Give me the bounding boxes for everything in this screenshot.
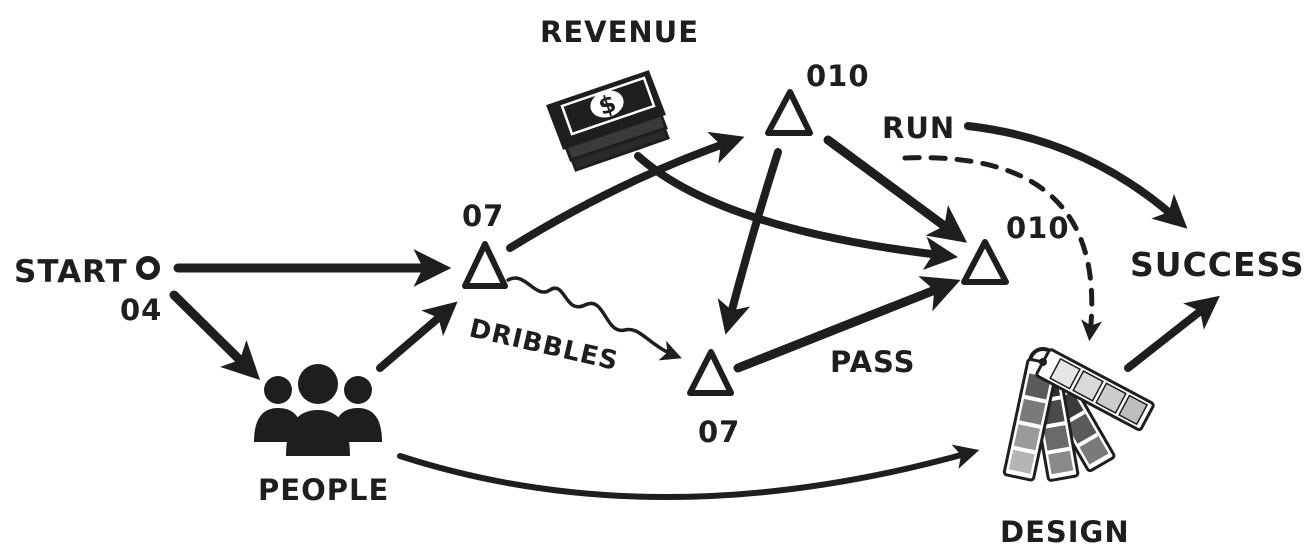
edge-mid-top-to-top-right: [506, 131, 745, 252]
pass-label: PASS: [830, 345, 916, 379]
mid-top-number-label: 07: [462, 199, 504, 233]
dribbles-label: DRIBBLES: [466, 314, 621, 377]
edge-run-dashed-to-design: [902, 155, 1103, 342]
triangle-nodes: [462, 89, 1009, 396]
start-number-label: 04: [120, 293, 162, 327]
edge-dribbles-wavy: [506, 276, 682, 361]
edge-design-to-success: [1124, 295, 1220, 372]
mid-bottom-number-label: 07: [698, 415, 740, 449]
start-node: [136, 256, 160, 280]
people-label: PEOPLE: [258, 473, 389, 507]
edge-revenue-to-right: [634, 152, 959, 271]
edge-top-right-to-right: [823, 135, 968, 243]
edge-start-to-people: [169, 290, 261, 380]
people-group-icon: [254, 364, 382, 456]
edge-people-to-design: [397, 444, 980, 501]
color-swatch-fan-icon: [1002, 347, 1155, 482]
circle-node-icon: [136, 256, 160, 280]
labels: START 04 PEOPLE REVENUE 07 010 010 07 DR…: [14, 15, 1305, 549]
triangle-node-icon: [462, 241, 508, 289]
triangle-node-icon: [961, 239, 1009, 285]
edge-run-to-success: [964, 122, 1188, 229]
edge-people-to-mid-top: [376, 301, 458, 372]
success-label: SUCCESS: [1130, 245, 1305, 284]
edges: [169, 122, 1220, 501]
top-right-number-label: 010: [806, 59, 870, 93]
design-label: DESIGN: [1000, 515, 1130, 549]
edge-pass-mid-bottom-to-right: [733, 276, 961, 373]
edge-top-right-to-mid-bottom: [717, 148, 782, 335]
run-label: RUN: [882, 111, 955, 145]
money-stack-icon: $: [546, 70, 670, 172]
triangle-node-icon: [765, 89, 813, 136]
start-label: START: [14, 254, 128, 290]
right-number-label: 010: [1006, 211, 1070, 245]
triangle-node-icon: [687, 349, 734, 396]
revenue-label: REVENUE: [540, 15, 699, 49]
